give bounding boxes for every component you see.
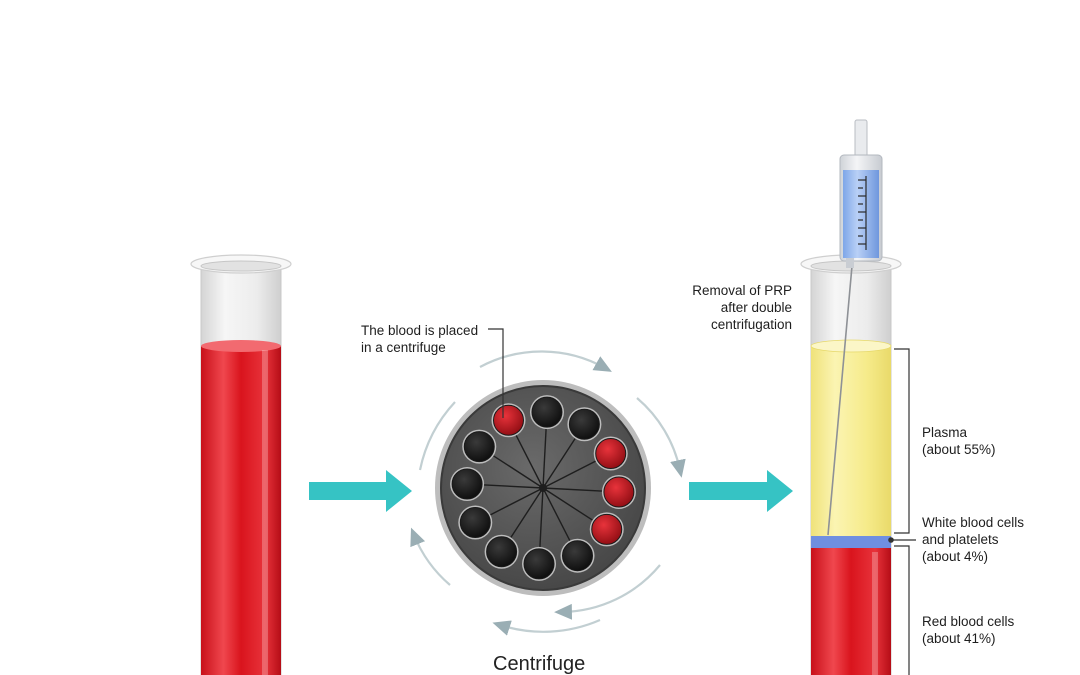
rotor-spoke [542,487,604,492]
rotor-hub [539,484,547,492]
caption-leader-line [488,328,504,418]
whole-blood-tube [190,254,292,675]
needle [827,265,853,536]
slot-with-blood-tube [591,513,623,545]
plasma-label: Plasma (about 55%) [922,424,996,458]
empty-slot [459,507,491,539]
blood-surface [201,340,281,352]
centrifuge [410,350,686,636]
plasma-label-line1: Plasma [922,425,968,440]
syringe [839,119,883,268]
process-arrow-left [309,470,412,512]
centrifuge-title: Centrifuge [493,653,586,675]
syringe-prp [843,170,879,258]
rotation-arrows [410,350,686,636]
syringe-scale [858,176,867,250]
wbc-label-line1: White blood cells [922,515,1025,530]
empty-slot [486,536,518,568]
removal-label-line1: Removal of PRP [692,283,792,298]
rotor-spoke [488,487,544,517]
slot-with-blood-tube [595,437,627,469]
removal-label-line2: after double [720,300,792,315]
rotor-spoke [509,487,544,540]
empty-slot [562,540,594,572]
wbc-label-line2: and platelets [922,532,999,547]
rotor-spoke [539,487,544,549]
wbc-label-line3: (about 4%) [922,549,989,564]
process-arrow-right [689,470,793,512]
empty-slot [451,468,483,500]
separated-blood-tube [800,254,902,675]
slot-with-blood-tube [603,476,635,508]
rotor-spoke [542,487,595,522]
rotor-spokes [482,427,604,549]
plasma-layer [811,346,891,536]
rbc-label: Red blood cells (about 41%) [922,613,1014,647]
rotor-spoke [514,433,544,489]
rotor-spoke [542,459,598,489]
syringe-plunger [854,119,868,161]
removal-label: Removal of PRP after double centrifugati… [672,282,792,333]
empty-slot [568,408,600,440]
slot-with-blood-tube [492,404,524,436]
whole-blood [201,346,281,675]
red-cell-layer [811,548,891,675]
rotor-spoke [542,487,572,543]
removal-label-line3: centrifugation [710,317,792,332]
rotor-slots [450,395,636,581]
rbc-label-line2: (about 41%) [922,631,996,646]
empty-slot [463,431,495,463]
empty-slot [531,396,563,428]
rotor-spoke [482,484,544,489]
plasma-label-line2: (about 55%) [922,442,996,457]
rotor-spoke [542,427,547,489]
centrifuge-caption: The blood is placed in a centrifuge [361,322,478,356]
centrifuge-caption-line2: in a centrifuge [361,340,446,355]
rotor-spoke [491,454,544,489]
buffy-coat-layer [811,536,891,548]
rbc-label-line1: Red blood cells [922,614,1015,629]
centrifuge-caption-line1: The blood is placed [361,323,479,338]
layer-brackets [888,348,916,675]
empty-slot [523,548,555,580]
rotor-spoke [542,436,577,489]
wbc-label: White blood cells and platelets (about 4… [922,514,1024,565]
